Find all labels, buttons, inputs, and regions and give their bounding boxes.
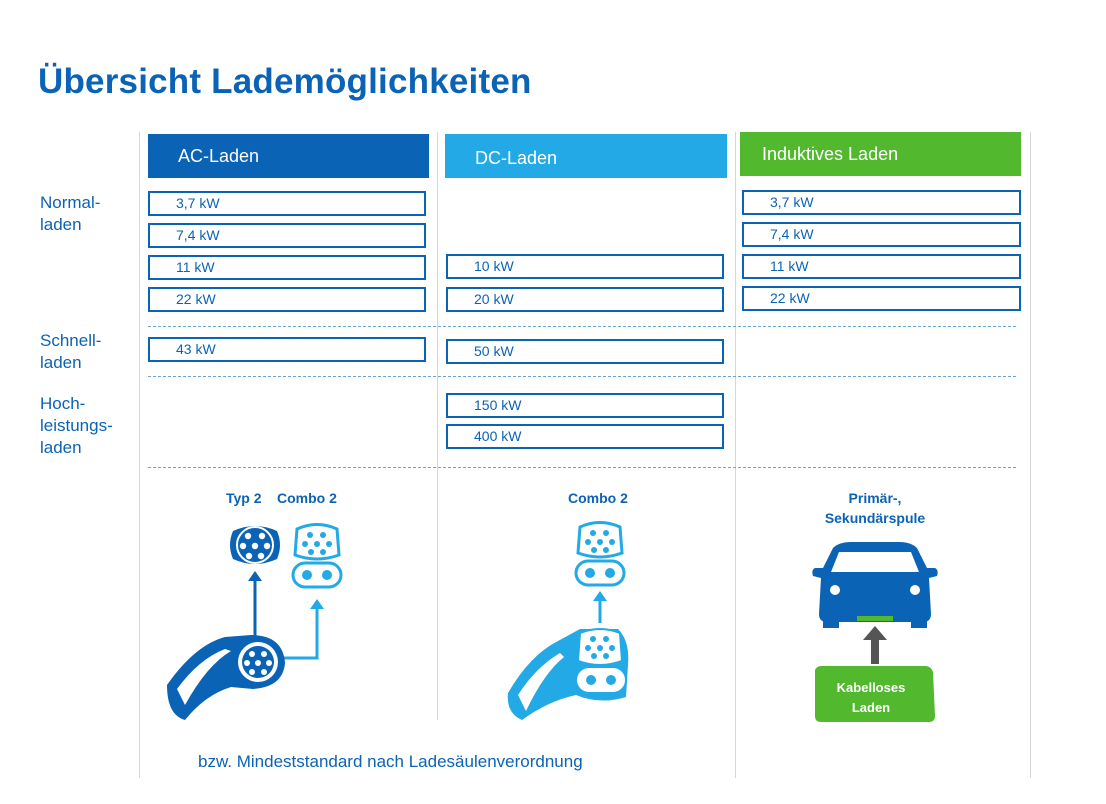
- charging-pad-label: Kabelloses Laden: [836, 680, 906, 715]
- dc-combo2-label: Combo 2: [568, 490, 628, 506]
- plug-combo2-label: Combo 2: [277, 490, 337, 506]
- category-normal-label: Normal- laden: [40, 193, 101, 234]
- arrow-up-icon: [593, 591, 607, 623]
- dc-normal-box: 20 kW: [446, 287, 724, 312]
- combo2-socket-icon: [291, 523, 343, 589]
- row-separator: [148, 467, 1016, 468]
- ind-normal-box: 7,4 kW: [742, 222, 1021, 247]
- header-dc-laden: DC-Laden: [445, 134, 727, 178]
- ac-normal-box: 11 kW: [148, 255, 426, 280]
- type2-plug-icon: [167, 635, 285, 720]
- coil-label: Primär-, Sekundärspule: [824, 490, 926, 526]
- ac-normal-box: 7,4 kW: [148, 223, 426, 248]
- arrow-up-icon: [863, 626, 887, 664]
- row-separator: [148, 326, 1016, 327]
- arrow-up-icon: [281, 599, 324, 660]
- dc-hpc-box: 150 kW: [446, 393, 724, 418]
- ind-normal-box: 3,7 kW: [742, 190, 1021, 215]
- header-ac-label: AC-Laden: [178, 146, 260, 166]
- dc-hpc-box: 400 kW: [446, 424, 724, 449]
- ind-normal-box: 11 kW: [742, 254, 1021, 279]
- category-hpc-label: Hoch- leistungs- laden: [40, 394, 113, 457]
- dc-plugs-illustration: [507, 521, 629, 720]
- footnote: bzw. Mindeststandard nach Ladesäulenvero…: [198, 752, 583, 771]
- ac-normal-box: 22 kW: [148, 287, 426, 312]
- category-fast-label: Schnell- laden: [40, 331, 102, 372]
- page-title: Übersicht Lademöglichkeiten: [38, 62, 532, 101]
- column-divider: [437, 132, 438, 720]
- type2-socket-icon: [230, 526, 280, 564]
- plug-type2-label: Typ 2: [226, 490, 262, 506]
- header-inductive-label: Induktives Laden: [762, 144, 899, 164]
- header-ac-laden: AC-Laden: [148, 134, 429, 178]
- column-divider: [1030, 132, 1031, 778]
- charging-pad-icon: [815, 666, 935, 722]
- column-divider: [735, 132, 736, 778]
- combo2-plug-icon: [507, 628, 629, 720]
- arrow-up-icon: [248, 571, 262, 640]
- dc-fast-box: 50 kW: [446, 339, 724, 364]
- ac-normal-box: 3,7 kW: [148, 191, 426, 216]
- inductive-illustration: [812, 542, 938, 722]
- combo2-socket-icon: [574, 521, 626, 587]
- column-divider: [139, 132, 140, 778]
- car-icon: [812, 542, 938, 628]
- ind-normal-box: 22 kW: [742, 286, 1021, 311]
- row-separator: [148, 376, 1016, 377]
- header-induktives-laden: Induktives Laden: [740, 132, 1021, 176]
- ac-plugs-illustration: [167, 523, 343, 720]
- ac-fast-box: 43 kW: [148, 337, 426, 362]
- header-dc-label: DC-Laden: [475, 148, 558, 168]
- dc-normal-box: 10 kW: [446, 254, 724, 279]
